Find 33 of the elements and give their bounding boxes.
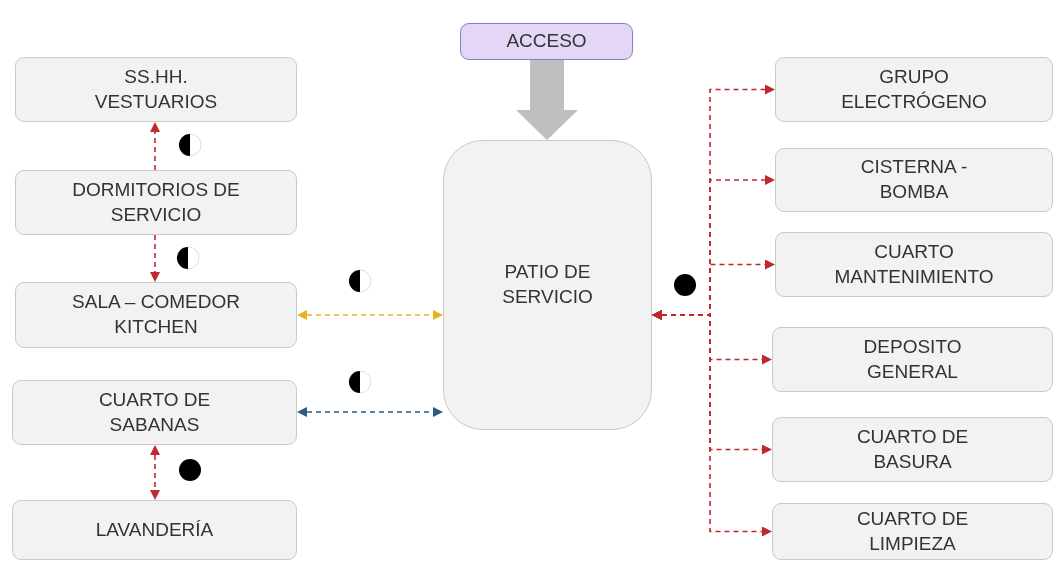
room-label: CUARTO DE SABANAS — [97, 387, 212, 437]
room-label: GRUPO ELECTRÓGENO — [840, 64, 988, 114]
room-label: SALA – COMEDOR KITCHEN — [71, 290, 241, 339]
room-box — [775, 57, 1053, 122]
room-box — [15, 57, 297, 122]
room-box — [775, 232, 1053, 297]
connector-arrow — [150, 234, 160, 282]
connector-arrow — [652, 310, 772, 537]
room-box — [775, 148, 1053, 212]
room-label: CUARTO DE LIMPIEZA — [855, 506, 970, 556]
room-label: LAVANDERÍA — [95, 517, 214, 542]
block-arrow — [516, 60, 578, 140]
room-label: CUARTO MANTENIMIENTO — [833, 239, 995, 289]
connector-arrow — [297, 310, 443, 320]
room-label: PATIO DE SERVICIO — [501, 260, 594, 309]
area-box — [443, 140, 652, 430]
room-box — [12, 380, 297, 445]
room-label: CISTERNA - BOMBA — [859, 155, 969, 204]
room-label: SS.HH. VESTUARIOS — [93, 64, 219, 114]
connector-arrow — [150, 445, 160, 500]
room-box — [12, 500, 297, 560]
room-box — [15, 282, 297, 348]
room-box — [772, 327, 1053, 392]
room-label: DEPOSITO GENERAL — [862, 334, 963, 384]
room-label: CUARTO DE BASURA — [855, 424, 970, 474]
room-label: DORMITORIOS DE SERVICIO — [71, 177, 241, 227]
room-label: ACCESO — [506, 29, 587, 54]
entry-box — [460, 23, 633, 60]
connector-arrow — [297, 407, 443, 417]
room-box — [15, 170, 297, 235]
connector-arrow — [150, 122, 160, 171]
room-box — [772, 503, 1053, 560]
room-box — [772, 417, 1053, 482]
